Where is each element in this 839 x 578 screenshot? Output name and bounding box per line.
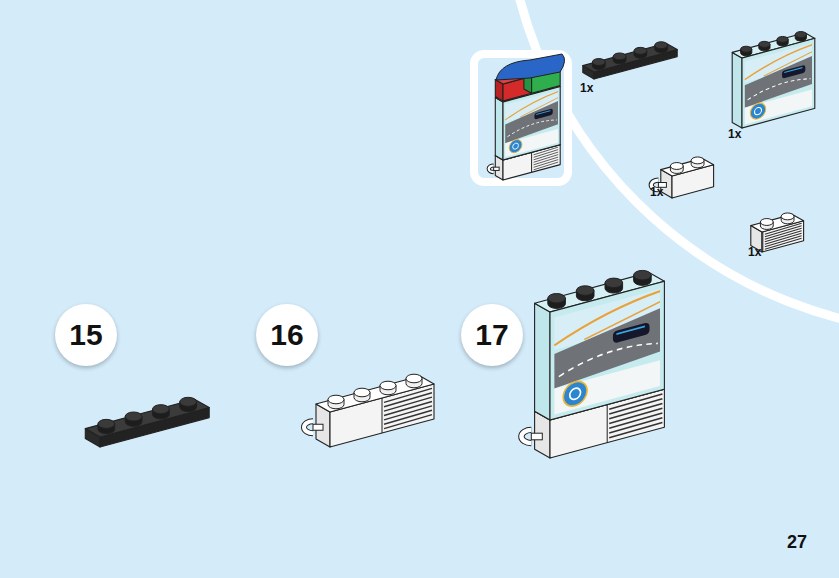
sticker-logo-ring	[513, 142, 519, 149]
sticker-logo-ring	[570, 387, 581, 401]
stud-top	[592, 59, 605, 66]
clip	[304, 421, 313, 433]
page-number: 27	[787, 532, 807, 553]
stud-top	[670, 163, 683, 170]
panel-face	[742, 38, 815, 128]
stud-top	[380, 381, 396, 390]
clip	[521, 430, 531, 443]
sticker-car-light	[536, 111, 550, 115]
stud-top	[741, 46, 752, 52]
subassembly-inset	[474, 54, 568, 182]
grille-line	[765, 238, 802, 249]
step-number: 16	[270, 318, 303, 352]
grille-edge	[607, 405, 608, 443]
stud-top	[781, 213, 794, 220]
step-number: 17	[475, 318, 508, 352]
stud-top	[98, 419, 115, 428]
part-quantity: 1x	[580, 81, 593, 95]
sticker-car-light	[784, 68, 802, 73]
panel-end	[495, 98, 503, 160]
grille-line	[765, 233, 802, 244]
brick-face	[330, 384, 434, 447]
clip-outline	[304, 421, 313, 433]
step-number-circle: 16	[256, 304, 318, 366]
sticker-car	[534, 108, 552, 119]
stud-top	[655, 42, 668, 49]
grille-edge	[382, 398, 383, 433]
sticker-car-light	[616, 326, 645, 334]
sticker-logo-ring	[755, 107, 762, 116]
sticker-panel-base	[505, 129, 558, 157]
part-quantity: 1x	[728, 127, 741, 141]
stud-top	[691, 157, 704, 164]
roof-slope	[496, 54, 565, 80]
brick	[85, 397, 209, 447]
stud-top	[406, 374, 422, 383]
sticker-panel-base	[554, 360, 660, 414]
stud-top	[777, 36, 788, 42]
stud-top	[613, 53, 626, 60]
sticker	[550, 281, 664, 420]
stud-top	[125, 412, 142, 421]
grille-line	[765, 236, 802, 247]
stud-top	[576, 286, 594, 295]
stud-top	[153, 405, 170, 414]
clip-arm	[313, 424, 323, 430]
brick	[583, 42, 677, 79]
sticker-logo	[509, 138, 522, 154]
stud-top	[548, 294, 566, 303]
sticker-car	[613, 322, 650, 344]
grille-line	[534, 162, 559, 170]
clip-arm	[494, 167, 500, 170]
stud-top	[180, 397, 197, 406]
grille-line	[609, 422, 662, 437]
sticker-logo	[750, 101, 765, 121]
sticker-panel	[732, 32, 815, 128]
sticker-panel-base	[745, 90, 812, 125]
brick-face	[751, 214, 804, 232]
stud-top	[354, 388, 370, 397]
part-quantity: 1x	[650, 185, 663, 199]
panel-end	[732, 52, 742, 128]
sticker	[742, 38, 815, 128]
stud-top	[795, 32, 806, 38]
panel-face	[550, 281, 664, 420]
sticker-panel	[535, 270, 665, 420]
step-number-circle: 15	[55, 304, 117, 366]
clip-outline	[521, 430, 531, 443]
grille-edge	[762, 232, 763, 252]
step-number-circle: 17	[461, 304, 523, 366]
grille-line	[384, 415, 432, 429]
stud-top	[634, 270, 652, 279]
stud-top	[634, 47, 647, 54]
part-quantity: 1x	[748, 245, 761, 259]
clip	[489, 166, 494, 173]
stud-top	[760, 219, 773, 226]
brick-face	[661, 158, 714, 176]
step-number: 15	[69, 318, 102, 352]
sticker-logo	[563, 379, 587, 409]
panel-end	[535, 303, 550, 420]
clip-outline	[489, 166, 494, 173]
grille-edge	[531, 152, 532, 172]
stud-top	[605, 278, 623, 287]
stud-top	[759, 41, 770, 47]
brick	[304, 374, 434, 447]
clip-arm	[531, 433, 542, 440]
sticker-car	[782, 65, 805, 79]
stud-top	[328, 395, 344, 404]
